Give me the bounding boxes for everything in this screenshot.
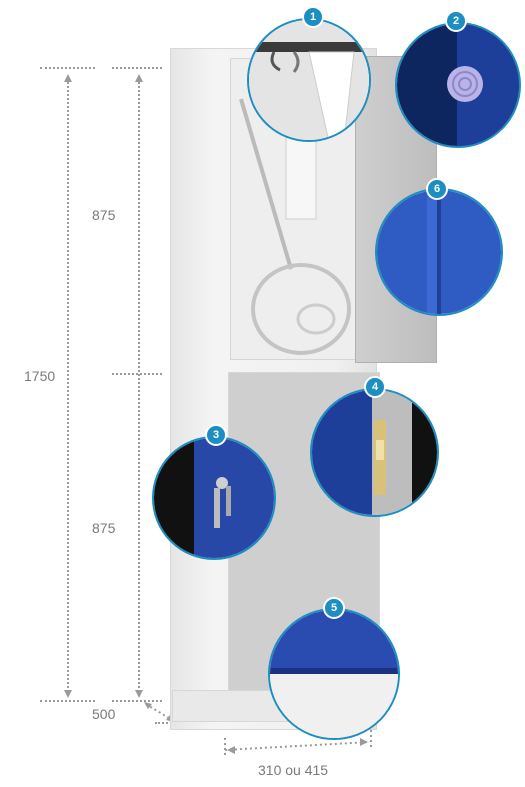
width-label: 310 ou 415 (258, 762, 329, 778)
callout-door-bumper (395, 22, 521, 148)
callout-key-lock (152, 436, 276, 560)
callout-badge-3: 3 (205, 424, 227, 446)
depth-label: 500 (92, 706, 116, 722)
callout-hinge (310, 388, 439, 517)
door-bumper-icon (397, 24, 519, 146)
callout-badge-5: 5 (323, 597, 345, 619)
callout-badge-6: 6 (426, 178, 448, 200)
hanger-rail-icon (249, 20, 369, 140)
upper-height-label: 875 (92, 207, 116, 223)
hinge-icon (312, 390, 437, 515)
key-lock-icon (154, 438, 274, 558)
callout-hanger-rail (247, 18, 371, 142)
callout-door-fold (375, 188, 503, 316)
door-fold-icon (377, 190, 501, 314)
width-arrow (224, 730, 372, 756)
callout-badge-1: 1 (302, 6, 324, 28)
callout-door-bottom (268, 608, 400, 740)
door-bottom-icon (270, 610, 398, 738)
callout-badge-2: 2 (445, 10, 467, 32)
callout-badge-4: 4 (364, 376, 386, 398)
lower-height-label: 875 (92, 520, 116, 536)
total-height-label: 1750 (24, 368, 56, 384)
